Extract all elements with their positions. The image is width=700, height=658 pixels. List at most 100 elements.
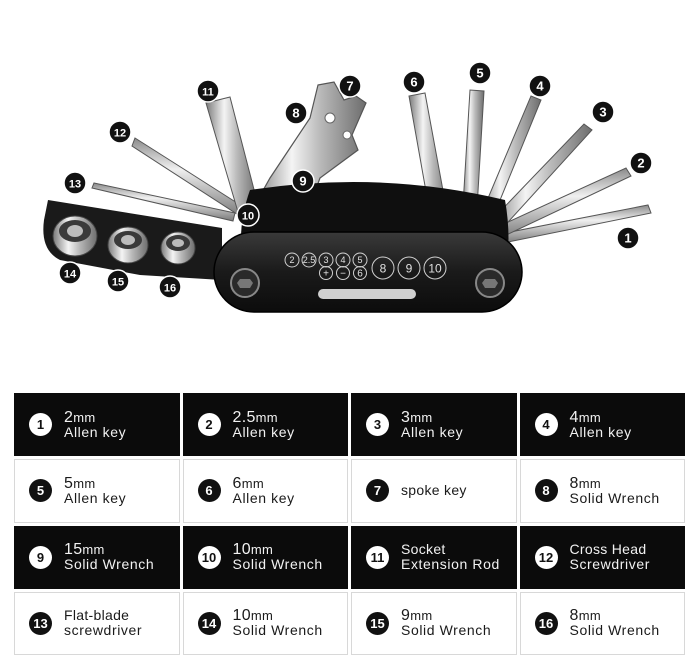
spec-number-badge: 12 [534, 545, 558, 569]
spec-tool-name: Solid Wrench [232, 556, 323, 573]
svg-text:16: 16 [164, 283, 176, 295]
spec-line-1: 15mm [64, 542, 154, 558]
spec-size-unit: mm [73, 409, 96, 425]
svg-text:2.5: 2.5 [303, 255, 316, 265]
spec-line-1: Socket [401, 542, 500, 557]
spec-line-1: 4mm [570, 409, 632, 425]
spec-line-1: Cross Head [570, 542, 651, 557]
spec-title: Socket [401, 541, 446, 558]
callout-1: 1 [616, 226, 640, 250]
svg-text:4: 4 [340, 255, 345, 265]
svg-text:8: 8 [292, 106, 299, 121]
svg-text:5: 5 [357, 255, 362, 265]
callout-12: 12 [108, 120, 132, 144]
spec-tool-name: Solid Wrench [569, 489, 660, 506]
callout-15: 15 [106, 269, 130, 293]
svg-text:13: 13 [69, 179, 81, 191]
spec-size-unit: mm [410, 409, 433, 425]
callout-14: 14 [58, 261, 82, 285]
spec-tool-name: Allen key [64, 423, 127, 440]
spec-size-unit: mm [578, 475, 601, 491]
spec-text: spoke key [401, 483, 467, 498]
spec-size-unit: mm [255, 409, 278, 425]
socket-8mm [160, 231, 196, 265]
callout-11: 11 [196, 79, 220, 103]
spec-line-1: 5mm [64, 475, 126, 491]
callout-16: 16 [158, 275, 182, 299]
spec-size-value: 10 [232, 541, 251, 559]
spec-number-badge: 13 [29, 611, 52, 635]
spec-size-value: 9 [401, 607, 411, 625]
spec-size-value: 8 [569, 607, 579, 625]
svg-text:1: 1 [624, 231, 631, 246]
spec-size-unit: mm [73, 475, 96, 491]
spec-number-badge: 16 [534, 611, 558, 635]
svg-text:10: 10 [242, 211, 254, 223]
svg-text:6: 6 [410, 75, 417, 90]
body-marking: 8 [371, 256, 395, 280]
spec-number-badge: 10 [197, 545, 221, 569]
spec-line-1: 9mm [401, 607, 491, 625]
spec-line-1: 10mm [232, 607, 323, 625]
body-marking: 6 [353, 266, 367, 280]
spec-tool-name: Allen key [64, 489, 127, 506]
spec-tool-name: Allen key [232, 489, 295, 506]
spec-line-1: 2.5mm [233, 409, 295, 425]
spec-title: spoke key [401, 482, 467, 499]
spec-line-1: 6mm [233, 475, 295, 491]
spec-title: Cross Head [569, 541, 647, 558]
flat-blade-screwdriver [91, 182, 236, 222]
svg-text:3: 3 [323, 255, 328, 265]
spec-tool-name: Allen key [401, 423, 464, 440]
spec-size-value: 10 [232, 607, 251, 625]
spec-number-badge: 9 [29, 545, 52, 569]
svg-text:14: 14 [64, 269, 77, 281]
spec-tool-name: Allen key [232, 423, 295, 440]
spec-number-badge: 3 [366, 413, 389, 437]
body-marking: 9 [397, 256, 421, 280]
spec-size-unit: mm [410, 608, 433, 624]
spec-number-badge: 5 [29, 479, 52, 503]
callout-4: 4 [528, 74, 552, 98]
spec-tool-name: Extension Rod [401, 556, 500, 573]
body-marking: − [336, 266, 350, 280]
spec-line-1: 8mm [569, 607, 660, 625]
svg-text:5: 5 [476, 66, 483, 81]
spec-size-value: 3 [401, 408, 411, 426]
spec-size-unit: mm [82, 542, 105, 558]
spec-size-unit: mm [250, 542, 274, 558]
callout-3: 3 [591, 100, 615, 124]
body-marking: 2 [284, 252, 300, 268]
spec-tool-name: Solid Wrench [569, 622, 660, 639]
spec-tool-name: Allen key [569, 423, 632, 440]
spec-number-badge: 7 [366, 479, 389, 503]
spec-size-unit: mm [578, 409, 601, 425]
svg-text:9: 9 [406, 261, 413, 275]
spec-number-badge: 2 [197, 413, 221, 437]
svg-text:6: 6 [357, 269, 363, 280]
spec-tool-name: screwdriver [64, 622, 143, 639]
